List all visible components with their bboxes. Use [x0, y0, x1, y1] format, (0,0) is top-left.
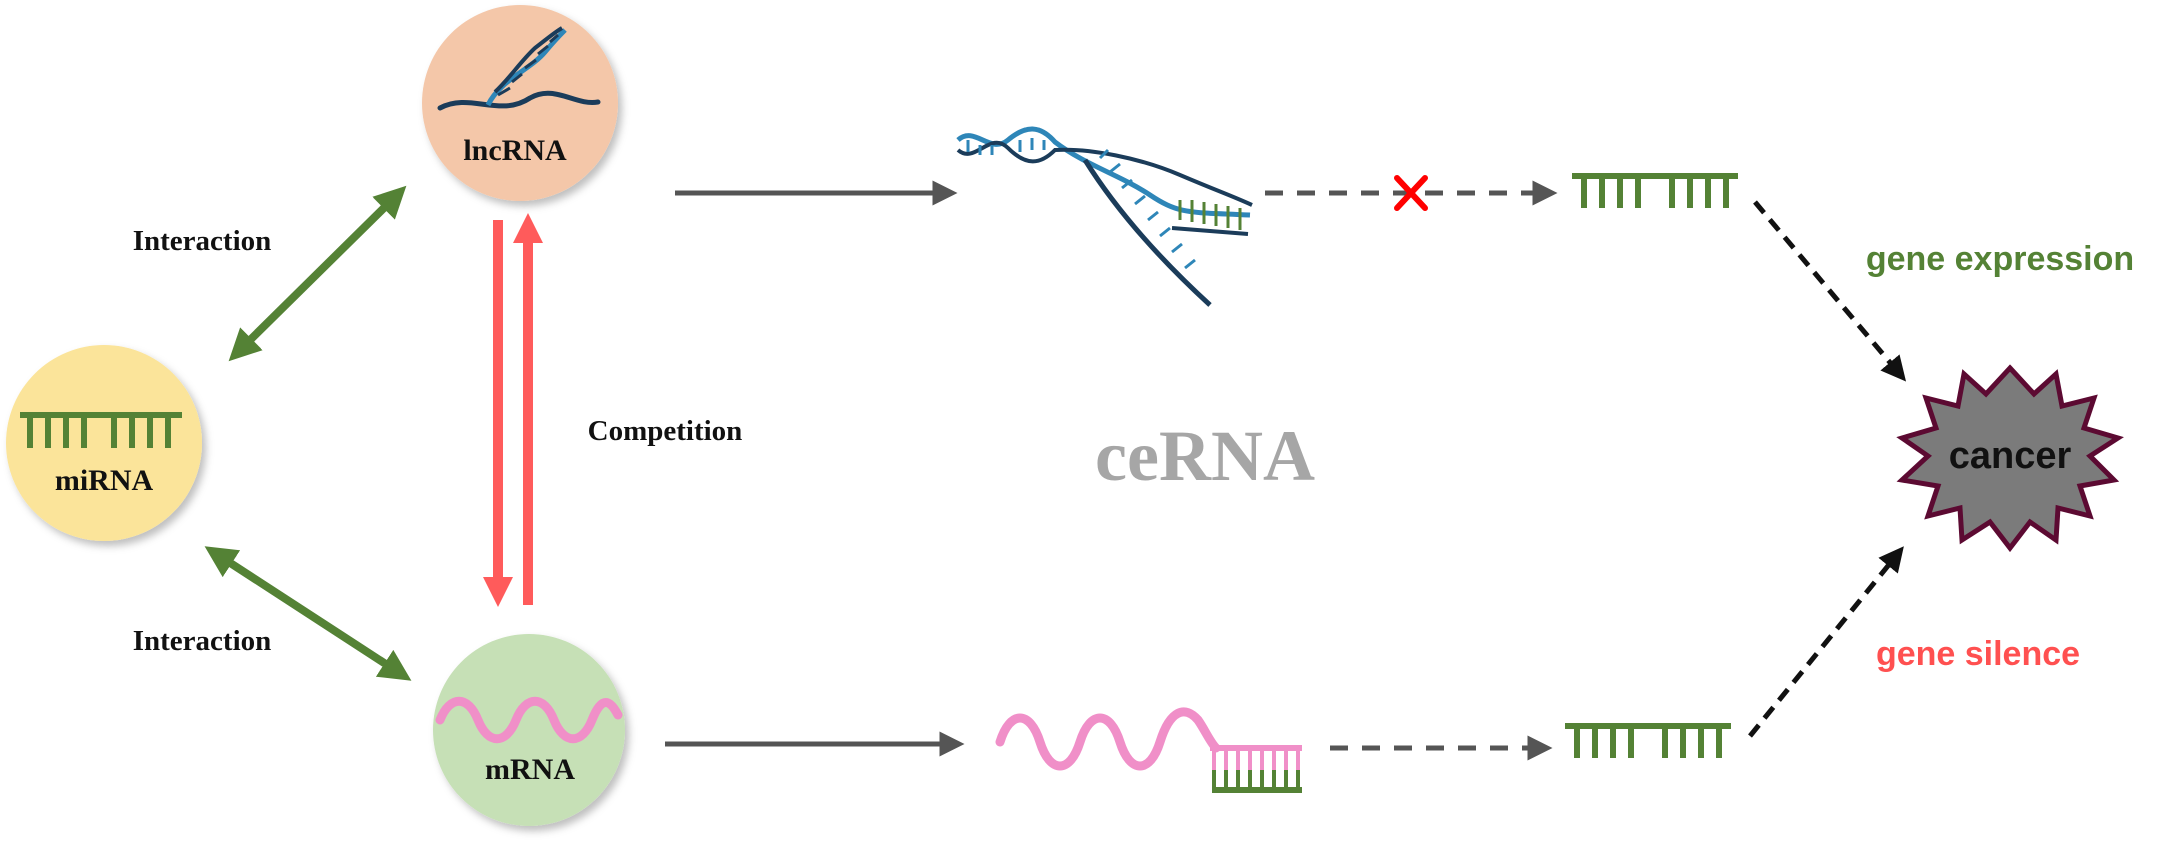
- cerna-label: ceRNA: [1095, 416, 1315, 496]
- expression-to-cancer-arrow: [1753, 200, 1907, 382]
- mrna-label: mRNA: [485, 753, 575, 786]
- mirna-comb-icon: [20, 412, 182, 448]
- mrna-node: mRNA: [433, 634, 625, 826]
- interaction-label-bottom: Interaction: [133, 625, 272, 657]
- interaction-arrow-top: [228, 185, 407, 362]
- mirna-comb-icon-top: [1572, 173, 1738, 208]
- mirna-node: miRNA: [6, 345, 202, 541]
- dna-helix-icon: [437, 26, 601, 111]
- cancer-burst-icon: cancer: [1896, 364, 2124, 553]
- blocked-x-icon: [1394, 175, 1428, 211]
- silence-to-cancer-arrow: [1748, 546, 1904, 738]
- mirna-comb-icon-bottom: [1565, 723, 1731, 758]
- mrna-wave-icon: [435, 696, 623, 744]
- mirna-label: miRNA: [55, 464, 154, 497]
- interaction-label-top: Interaction: [133, 225, 272, 257]
- gene-expression-label: gene expression: [1866, 240, 2134, 278]
- interaction-arrow-bottom: [204, 546, 412, 681]
- mrna-mirna-binding-icon: [995, 707, 1302, 793]
- cancer-label: cancer: [1949, 435, 2072, 477]
- mirna-circle: [6, 345, 202, 541]
- gene-silence-label: gene silence: [1876, 635, 2080, 673]
- lncrna-mirna-duplex-icon: [956, 126, 1253, 307]
- competition-label: Competition: [588, 415, 743, 447]
- mrna-circle: [433, 634, 625, 826]
- lncrna-label: lncRNA: [463, 134, 567, 167]
- lncrna-node: lncRNA: [422, 5, 618, 201]
